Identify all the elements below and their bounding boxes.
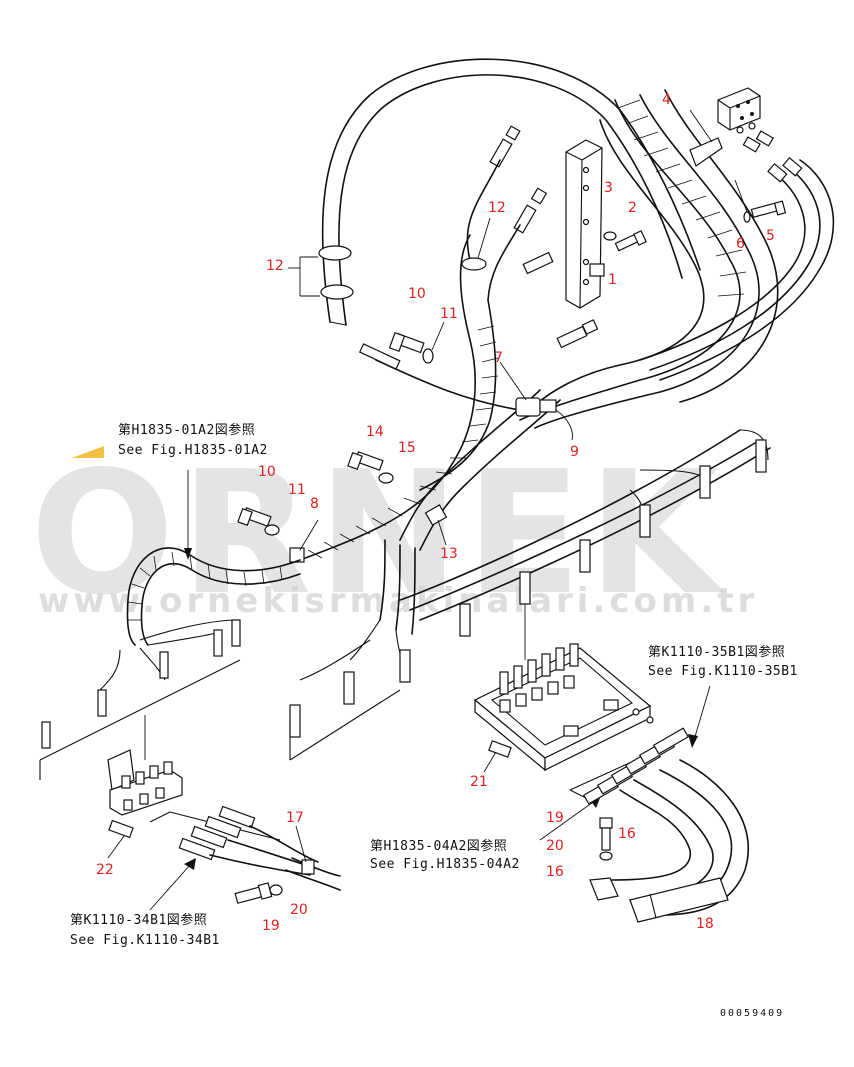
callout-7: 7: [494, 350, 503, 366]
clamp-12-upper-left: [288, 245, 354, 300]
callout-18: 18: [696, 916, 714, 932]
left-connector-block: [107, 715, 183, 859]
washer-20-lower-left: [269, 884, 283, 896]
left-harness-loop: [126, 547, 301, 646]
washer-11-lower: [264, 524, 280, 536]
callout-12-mid: 12: [488, 200, 506, 216]
bolt-10-upper: [388, 332, 425, 354]
bolt-5: [750, 200, 787, 218]
callout-20-left: 20: [290, 902, 308, 918]
ref-k1110-35b1-en: See Fig.K1110-35B1: [648, 664, 798, 679]
callout-20-right: 20: [546, 838, 564, 854]
right-tray-assembly: [473, 643, 654, 773]
ref-h1835-04a2-en: See Fig.H1835-04A2: [370, 857, 520, 872]
callout-8: 8: [310, 496, 319, 512]
callout-22: 22: [96, 862, 114, 878]
bundle-13: [379, 504, 448, 635]
connector-top-3: [522, 251, 554, 275]
ref-k1110-34b1-en: See Fig.K1110-34B1: [70, 933, 220, 948]
washer-11-upper: [422, 321, 445, 364]
callout-10-lower: 10: [258, 464, 276, 480]
callout-11-lower: 11: [288, 482, 306, 498]
callout-2: 2: [628, 200, 637, 216]
document-number: 00059409: [720, 1008, 784, 1019]
middle-connector-tray: [289, 604, 526, 761]
upper-loop-hose: [321, 58, 701, 326]
callout-5: 5: [766, 228, 775, 244]
clamp-17: [295, 825, 315, 875]
callout-4: 4: [662, 92, 671, 108]
washer-6: [734, 179, 751, 223]
callout-9: 9: [570, 444, 579, 460]
callout-14: 14: [366, 424, 384, 440]
spiral-wrap-bundle-right: [519, 89, 779, 429]
right-hoses: [639, 159, 835, 381]
callout-6: 6: [736, 236, 745, 252]
callout-11-upper: 11: [440, 306, 458, 322]
arrow-h1835-01a2: [184, 470, 192, 560]
arrow-k1110-34b1: [149, 858, 196, 911]
connector-top-4: [556, 319, 599, 349]
washer-15: [378, 472, 394, 484]
left-connector-tray: [39, 619, 241, 780]
ref-k1110-34b1-jp: 第K1110-34B1図参照: [70, 912, 207, 928]
bolt-long-upper: [358, 343, 401, 370]
right-hose-group: [569, 727, 750, 923]
connector-group-bottom-left: [149, 805, 341, 891]
callout-17: 17: [286, 810, 304, 826]
plate-1: [565, 139, 605, 309]
callout-3: 3: [604, 180, 613, 196]
clamp-12-mid: [461, 217, 491, 271]
washer-20-right: [599, 851, 613, 861]
callout-10-upper: 10: [408, 286, 426, 302]
callout-13: 13: [440, 546, 458, 562]
callout-16-upper: 16: [618, 826, 636, 842]
parallel-harness-right: [399, 429, 771, 637]
arrow-k1110-35b1: [688, 685, 711, 748]
bracket-4: [689, 109, 723, 167]
figure-references: 第H1835-01A2図参照 See Fig.H1835-01A2 第K1110…: [70, 422, 798, 948]
bolt-19-lower-left: [234, 882, 273, 904]
bolt-14: [347, 451, 384, 471]
connector-top-1: [466, 125, 521, 261]
bolt-16-right: [599, 817, 613, 851]
bolt-10-lower: [237, 507, 272, 527]
callout-1: 1: [608, 272, 617, 288]
callout-labels: 1 2 3 4 5 6 7 8 9 10 10 11 11 12 12 13 1…: [96, 92, 775, 934]
ref-h1835-04a2-jp: 第H1835-04A2図参照: [370, 838, 507, 854]
watermark-url: www.ornekisrmakinalari.com.tr: [38, 581, 758, 621]
clamp-8: [289, 519, 319, 563]
ref-k1110-35b1-jp: 第K1110-35B1図参照: [648, 644, 785, 660]
callout-19-right: 19: [546, 810, 564, 826]
connector-top-2: [487, 187, 548, 301]
bolt-2: [603, 230, 647, 252]
watermark-accent: [72, 446, 104, 458]
block-4: [717, 87, 803, 183]
ref-h1835-01a2-en: See Fig.H1835-01A2: [118, 443, 268, 458]
callout-12-left: 12: [266, 258, 284, 274]
callout-21: 21: [470, 774, 488, 790]
callout-19-left: 19: [262, 918, 280, 934]
clamp-9: [539, 399, 573, 441]
callout-16-lower: 16: [546, 864, 564, 880]
callout-15: 15: [398, 440, 416, 456]
ref-h1835-01a2-jp: 第H1835-01A2図参照: [118, 422, 255, 438]
